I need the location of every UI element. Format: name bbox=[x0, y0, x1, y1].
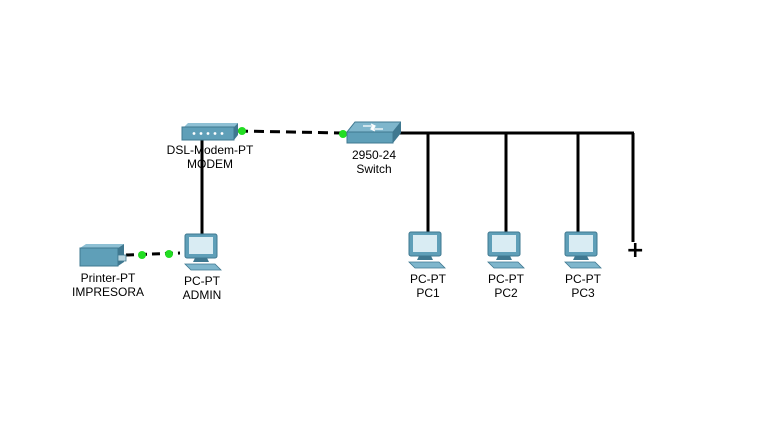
printer-name-label: IMPRESORA bbox=[71, 285, 145, 299]
pc-icon[interactable] bbox=[484, 230, 526, 270]
pc2-name-label: PC2 bbox=[494, 286, 518, 300]
pc1-name-label: PC1 bbox=[416, 286, 440, 300]
pc-icon[interactable] bbox=[405, 230, 447, 270]
switch-model-label: 2950-24 bbox=[351, 148, 397, 162]
dsl-modem-icon[interactable] bbox=[180, 121, 238, 143]
pc1-model-label: PC-PT bbox=[410, 272, 446, 286]
switch-icon[interactable] bbox=[345, 120, 401, 146]
link-light-printer bbox=[138, 251, 146, 259]
link-modem-switch[interactable] bbox=[237, 129, 343, 135]
pc-icon[interactable] bbox=[561, 230, 603, 270]
modem-model-label: DSL-Modem-PT bbox=[166, 143, 254, 157]
printer-icon[interactable] bbox=[78, 242, 128, 270]
printer-model-label: Printer-PT bbox=[80, 271, 136, 285]
link-light-admin bbox=[165, 250, 173, 258]
add-connection-plus[interactable]: + bbox=[626, 238, 645, 263]
switch-name-label: Switch bbox=[356, 162, 392, 176]
pc3-name-label: PC3 bbox=[571, 286, 595, 300]
link-light-modem bbox=[238, 127, 246, 135]
pc-icon[interactable] bbox=[181, 232, 223, 272]
link-light-switch bbox=[339, 130, 347, 138]
admin-model-label: PC-PT bbox=[184, 274, 220, 288]
pc3-model-label: PC-PT bbox=[565, 272, 601, 286]
admin-name-label: ADMIN bbox=[182, 288, 222, 302]
pc2-model-label: PC-PT bbox=[488, 272, 524, 286]
modem-name-label: MODEM bbox=[187, 157, 233, 171]
